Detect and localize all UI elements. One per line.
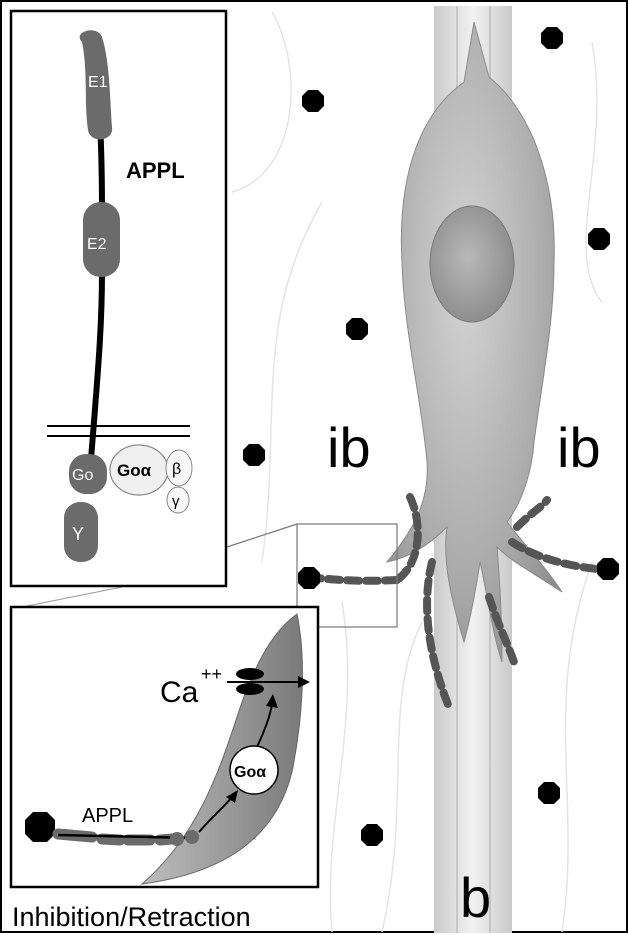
e2-label: E2 — [87, 236, 107, 253]
gamma-label: γ — [172, 493, 180, 510]
appl-schematic-panel — [11, 11, 226, 586]
caption: Inhibition/Retraction — [12, 902, 251, 932]
dot — [361, 824, 383, 846]
e1-label: E1 — [88, 74, 108, 91]
go-alpha-label: Goα — [117, 461, 152, 480]
dot — [302, 90, 324, 112]
y-domain-label: Y — [72, 524, 84, 544]
dot — [597, 558, 619, 580]
dot — [538, 782, 560, 804]
appl-inset-label: APPL — [82, 805, 133, 827]
dot — [298, 567, 320, 589]
nucleus — [430, 206, 514, 322]
ca-label: Ca — [160, 676, 199, 709]
b-label: b — [460, 866, 491, 929]
go-alpha-inset-label: Goα — [234, 764, 266, 781]
dot — [346, 318, 368, 340]
dot — [541, 27, 563, 49]
ca-channel-bottom — [236, 683, 264, 695]
dot — [243, 444, 265, 466]
beta-label: β — [172, 461, 181, 478]
inset-dot — [25, 812, 55, 842]
ca-charge-label: ++ — [201, 664, 222, 684]
dot — [588, 228, 610, 250]
appl-title: APPL — [126, 158, 185, 183]
go-domain-label: Go — [72, 467, 93, 484]
ca-channel-top — [236, 668, 264, 680]
ib-right-label: ib — [557, 416, 601, 479]
ib-left-label: ib — [327, 416, 371, 479]
